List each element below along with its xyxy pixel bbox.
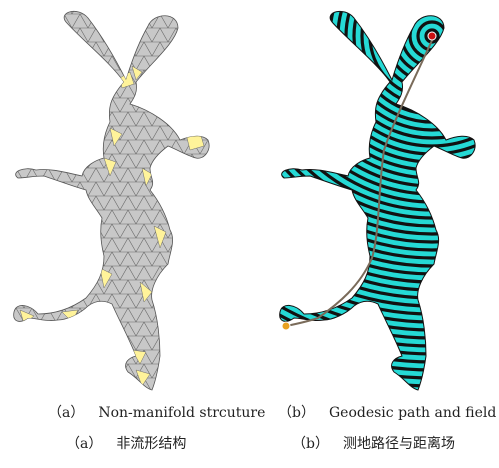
caption-a-zh: （a） 非流形结构 xyxy=(66,436,186,452)
caption-b-en: （b） Geodesic path and field xyxy=(278,405,496,421)
caption-b-text-en: Geodesic path and field xyxy=(329,405,496,421)
field-stripe xyxy=(114,0,499,354)
panel-a-mesh xyxy=(14,11,209,390)
field-stripe xyxy=(130,0,499,338)
field-stripe xyxy=(146,0,499,322)
caption-b-label: （b） xyxy=(278,405,315,421)
caption-a-label-zh: （a） xyxy=(66,436,102,452)
caption-b-zh: （b） 测地路径与距离场 xyxy=(292,436,455,452)
caption-a-text-zh: 非流形结构 xyxy=(116,436,186,452)
field-stripe xyxy=(106,0,499,362)
caption-a-text-en: Non-manifold strcuture xyxy=(98,405,265,421)
field-stripe xyxy=(154,0,499,314)
figure xyxy=(0,0,499,400)
caption-b-text-zh: 测地路径与距离场 xyxy=(343,436,455,452)
caption-a-label: （a） xyxy=(48,405,84,421)
field-stripe xyxy=(138,0,499,330)
target-point xyxy=(282,322,290,330)
caption-b-label-zh: （b） xyxy=(292,436,329,452)
source-point xyxy=(428,32,436,40)
caption-a-en: （a） Non-manifold strcuture xyxy=(48,405,265,421)
